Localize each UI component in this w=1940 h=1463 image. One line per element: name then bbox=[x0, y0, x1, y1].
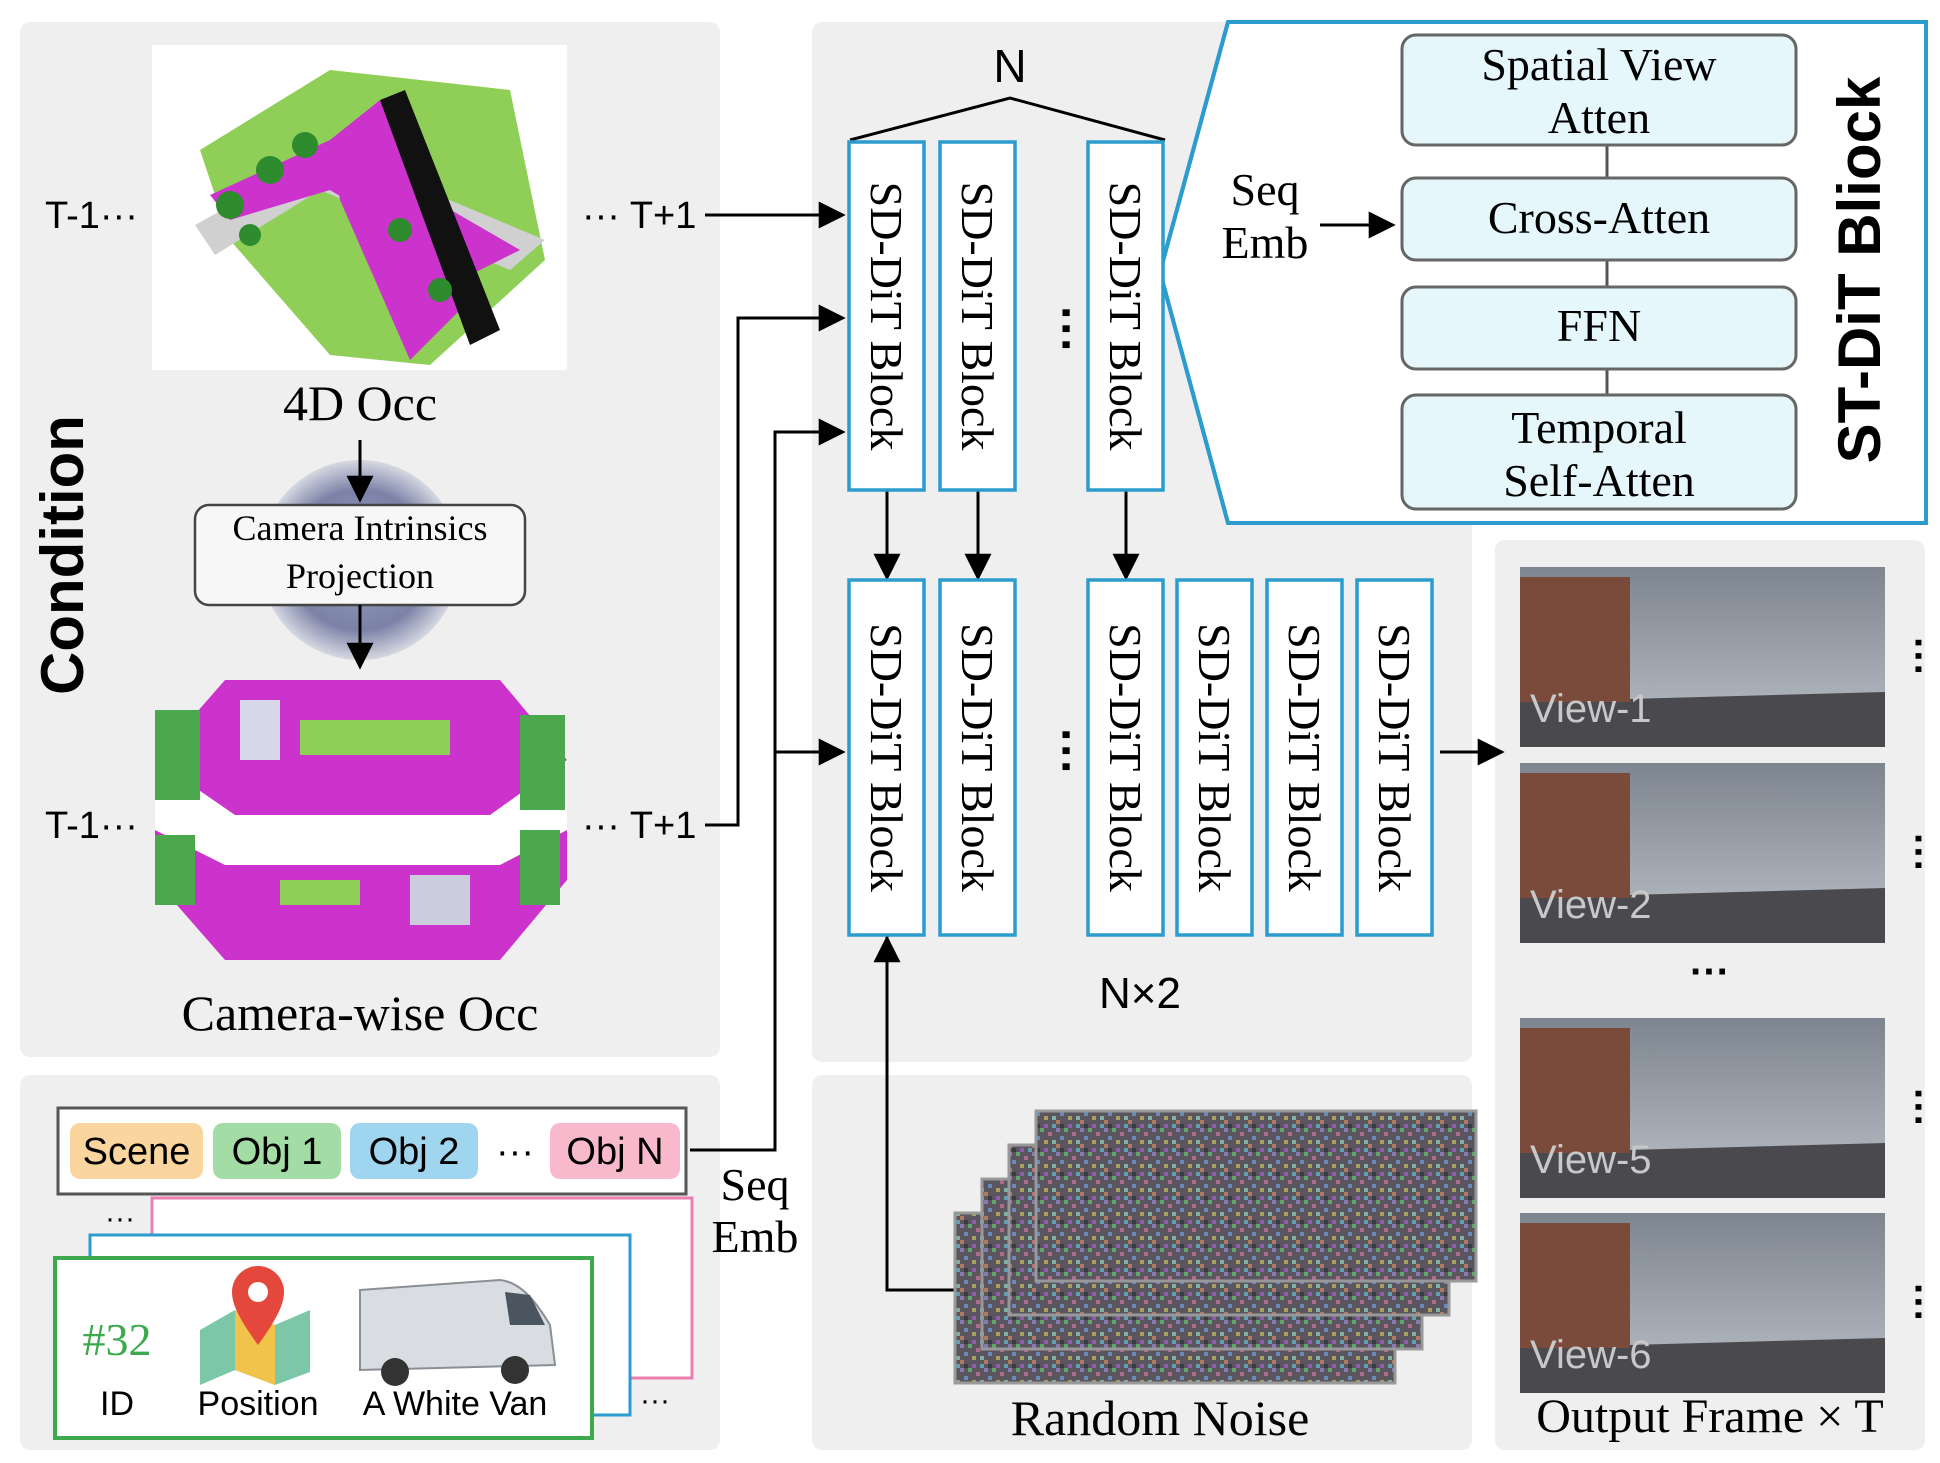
view-road-2 bbox=[1520, 1143, 1885, 1198]
view-side-ellipsis-2: ··· bbox=[1896, 1088, 1940, 1128]
occ4d-image bbox=[152, 45, 567, 370]
module-temporal-self-atten bbox=[1400, 393, 1798, 511]
view-road-3 bbox=[1520, 1338, 1885, 1393]
module-spatial-line1: Spatial View bbox=[1481, 39, 1717, 90]
sd-dit-block-top-0 bbox=[847, 140, 926, 492]
projection-line2: Projection bbox=[286, 556, 434, 596]
sd-dit-block-bottom-2 bbox=[1086, 578, 1165, 937]
st-dit-detail: Spatial View Atten Cross-Atten FFN Tempo… bbox=[1157, 20, 1928, 525]
card-id-label: ID bbox=[100, 1385, 134, 1423]
view-side-ellipsis-1: ··· bbox=[1896, 833, 1940, 873]
occ4d-label: 4D Occ bbox=[283, 375, 437, 431]
random-noise-label: Random Noise bbox=[1011, 1390, 1310, 1446]
sd-dit-block-label-top-1: SD-DiT Block bbox=[952, 182, 1003, 451]
output-label: Output Frame × T bbox=[1536, 1390, 1883, 1443]
views-middle-ellipsis: ··· bbox=[1690, 950, 1730, 994]
view-label-0: View-1 bbox=[1530, 687, 1652, 731]
st-seq-emb-line2: Emb bbox=[1222, 217, 1309, 268]
output-views: View-1 ··· View-2 ··· View-5 ··· View-6 ··· bbox=[1520, 567, 1940, 1393]
nx2-label: N×2 bbox=[1099, 969, 1181, 1018]
chip-label-1: Obj 1 bbox=[232, 1131, 323, 1173]
camera-wise-occ-image bbox=[155, 680, 567, 960]
sd-dit-block-label-top-0: SD-DiT Block bbox=[861, 182, 912, 451]
view-label-1: View-2 bbox=[1530, 883, 1652, 927]
occ4d-t-minus: T-1··· bbox=[45, 195, 138, 237]
st-seq-emb-line1: Seq bbox=[1231, 164, 1300, 215]
sd-dit-block-bottom-1 bbox=[938, 578, 1017, 937]
van-icon bbox=[359, 1278, 557, 1386]
projection-line1: Camera Intrinsics bbox=[233, 508, 488, 548]
top-row-ellipsis: ··· bbox=[1039, 306, 1092, 354]
module-cross-atten-label: Cross-Atten bbox=[1488, 192, 1710, 243]
module-ffn bbox=[1400, 285, 1798, 371]
sd-dit-block-label-top-2: SD-DiT Block bbox=[1100, 182, 1151, 451]
chip-label-0: Scene bbox=[83, 1131, 191, 1173]
view-road-0 bbox=[1520, 692, 1885, 747]
camocc-t-plus: ··· T+1 bbox=[582, 805, 696, 847]
view-label-2: View-5 bbox=[1530, 1138, 1652, 1182]
card-ellipsis-top: ··· bbox=[105, 1202, 135, 1235]
chip-0 bbox=[70, 1123, 203, 1179]
sd-dit-block-label-bottom-3: SD-DiT Block bbox=[1189, 623, 1240, 892]
sd-dit-block-label-bottom-5: SD-DiT Block bbox=[1369, 623, 1420, 892]
view-building-1 bbox=[1520, 773, 1630, 898]
view-label-3: View-6 bbox=[1530, 1333, 1652, 1377]
view-side-ellipsis-3: ··· bbox=[1896, 1283, 1940, 1323]
sd-dit-block-label-bottom-1: SD-DiT Block bbox=[952, 623, 1003, 892]
sd-dit-block-label-bottom-0: SD-DiT Block bbox=[861, 623, 912, 892]
module-spatial-line2: Atten bbox=[1548, 92, 1650, 143]
camera-wise-label: Camera-wise Occ bbox=[182, 985, 539, 1041]
card-id-value: #32 bbox=[83, 1314, 152, 1365]
module-temporal-line2: Self-Atten bbox=[1503, 455, 1695, 506]
connectors bbox=[690, 96, 1505, 1292]
module-ffn-label: FFN bbox=[1557, 300, 1641, 351]
chip-label-2: Obj 2 bbox=[369, 1131, 460, 1173]
bottom-row-ellipsis: ··· bbox=[1039, 728, 1092, 776]
seq-emb-line2: Emb bbox=[712, 1211, 799, 1262]
camocc-t-minus: T-1··· bbox=[45, 805, 138, 847]
seq-emb-line1: Seq bbox=[721, 1159, 790, 1210]
chip-4 bbox=[550, 1123, 680, 1179]
sd-dit-block-bottom-4 bbox=[1265, 578, 1344, 937]
sd-dit-block-bottom-5 bbox=[1355, 578, 1434, 937]
card-ellipsis-bottom: ··· bbox=[640, 1384, 670, 1417]
condition-title: Condition bbox=[29, 415, 96, 695]
chip-label-4: Obj N bbox=[566, 1131, 663, 1173]
st-dit-title: ST-DiT Bliock bbox=[1826, 76, 1893, 463]
view-side-ellipsis-0: ··· bbox=[1896, 637, 1940, 677]
sd-dit-block-bottom-0 bbox=[847, 578, 926, 937]
sd-dit-block-label-bottom-2: SD-DiT Block bbox=[1100, 623, 1151, 892]
sd-dit-block-top-2 bbox=[1086, 140, 1165, 492]
view-road-1 bbox=[1520, 888, 1885, 943]
chip-1 bbox=[213, 1123, 341, 1179]
view-building-3 bbox=[1520, 1223, 1630, 1348]
noise-stack bbox=[953, 1109, 1478, 1385]
occ4d-t-plus: ··· T+1 bbox=[582, 195, 696, 237]
module-spatial-view-atten bbox=[1400, 33, 1798, 147]
sequence-chips: Scene Obj 1 Obj 2 ··· Obj N bbox=[70, 1123, 680, 1179]
card-position-label: Position bbox=[198, 1385, 319, 1423]
module-cross-atten bbox=[1400, 176, 1798, 262]
chip-2 bbox=[350, 1123, 478, 1179]
view-building-0 bbox=[1520, 577, 1630, 702]
chip-label-3: ··· bbox=[496, 1131, 534, 1173]
sd-dit-block-label-bottom-4: SD-DiT Block bbox=[1279, 623, 1330, 892]
noise-frame-3 bbox=[1034, 1109, 1478, 1283]
sd-dit-block-bottom-3 bbox=[1175, 578, 1254, 937]
card-object-label: A White Van bbox=[363, 1385, 548, 1423]
module-temporal-line1: Temporal bbox=[1511, 402, 1687, 453]
view-building-2 bbox=[1520, 1028, 1630, 1153]
sd-dit-block-top-1 bbox=[938, 140, 1017, 492]
n-label: N bbox=[993, 40, 1026, 92]
map-pin-icon bbox=[200, 1266, 310, 1385]
